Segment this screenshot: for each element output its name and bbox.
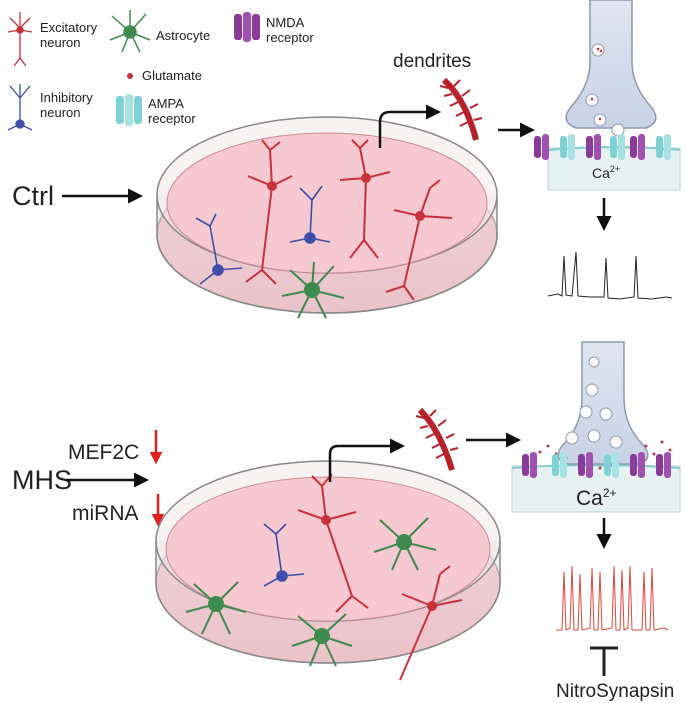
mhs-to-dendrite-arrow <box>328 438 405 482</box>
mhs-calcium-label: Ca2+ <box>576 486 617 510</box>
legend-nmda-line2: receptor <box>266 30 314 45</box>
legend-excitatory-line2: neuron <box>40 35 80 50</box>
mhs-petri-dish <box>155 460 501 664</box>
ctrl-inhibitory-neuron-2 <box>195 213 243 285</box>
ctrl-to-dendrite-arrow <box>378 104 441 148</box>
mhs-excitatory-neuron-2 <box>399 565 463 681</box>
ctrl-astrocyte <box>281 261 345 319</box>
mhs-dendrite-icon <box>415 407 459 471</box>
inhibitory-neuron-icon <box>7 84 33 131</box>
legend-inhibitory-line2: neuron <box>40 105 80 120</box>
ctrl-receptors <box>534 134 671 160</box>
legend-ampa-line2: receptor <box>148 111 196 126</box>
mhs-receptors <box>522 452 671 478</box>
legend-ampa-line1: AMPA <box>148 96 184 111</box>
mhs-synapse: Ca2+ <box>511 341 681 513</box>
mhs-inhibitory-neuron <box>263 523 305 587</box>
ctrl-panel: Ctrl <box>12 0 681 319</box>
ctrl-calcium-trace <box>547 251 673 300</box>
ctrl-excitatory-neuron-2 <box>339 139 391 259</box>
nitrosynapsin-label: NitroSynapsin <box>556 681 674 702</box>
legend-inhibitory-line1: Inhibitory <box>40 90 93 105</box>
legend: Excitatory neuron Astrocyte NMDA recepto… <box>7 10 314 131</box>
ctrl-inhibitory-neuron-1 <box>289 185 331 244</box>
mirna-label: miRNA <box>72 502 139 525</box>
mhs-label: MHS <box>12 465 72 495</box>
glutamate-legend-icon <box>127 73 133 79</box>
mhs-astrocyte-3 <box>373 517 437 571</box>
ctrl-excitatory-neuron-1 <box>245 139 293 285</box>
ctrl-label: Ctrl <box>12 181 54 211</box>
mhs-astrocyte-2 <box>291 613 353 667</box>
mhs-vesicles <box>565 356 623 449</box>
mhs-astrocyte-1 <box>185 581 247 635</box>
nmda-receptor-legend-icon <box>234 12 260 42</box>
ctrl-synapse: Ca2+ <box>534 0 681 191</box>
legend-excitatory-line1: Excitatory <box>40 20 98 35</box>
astrocyte-legend-icon <box>109 10 151 53</box>
ctrl-dendrite-icon <box>439 77 483 141</box>
legend-glutamate: Glutamate <box>142 68 202 83</box>
dendrites-label: dendrites <box>393 51 471 72</box>
mef2c-label: MEF2C <box>68 441 139 464</box>
ampa-receptor-legend-icon <box>116 94 142 126</box>
ctrl-excitatory-neuron-3 <box>385 179 453 301</box>
ctrl-petri-dish <box>156 116 498 314</box>
mhs-excitatory-neuron-1 <box>297 473 369 613</box>
legend-astrocyte: Astrocyte <box>156 28 210 43</box>
ctrl-calcium-label: Ca2+ <box>592 164 620 181</box>
legend-nmda-line1: NMDA <box>266 15 305 30</box>
excitatory-neuron-icon <box>7 12 33 67</box>
mhs-panel: MHS MEF2C miRNA <box>12 341 681 702</box>
mhs-calcium-trace <box>556 565 669 631</box>
